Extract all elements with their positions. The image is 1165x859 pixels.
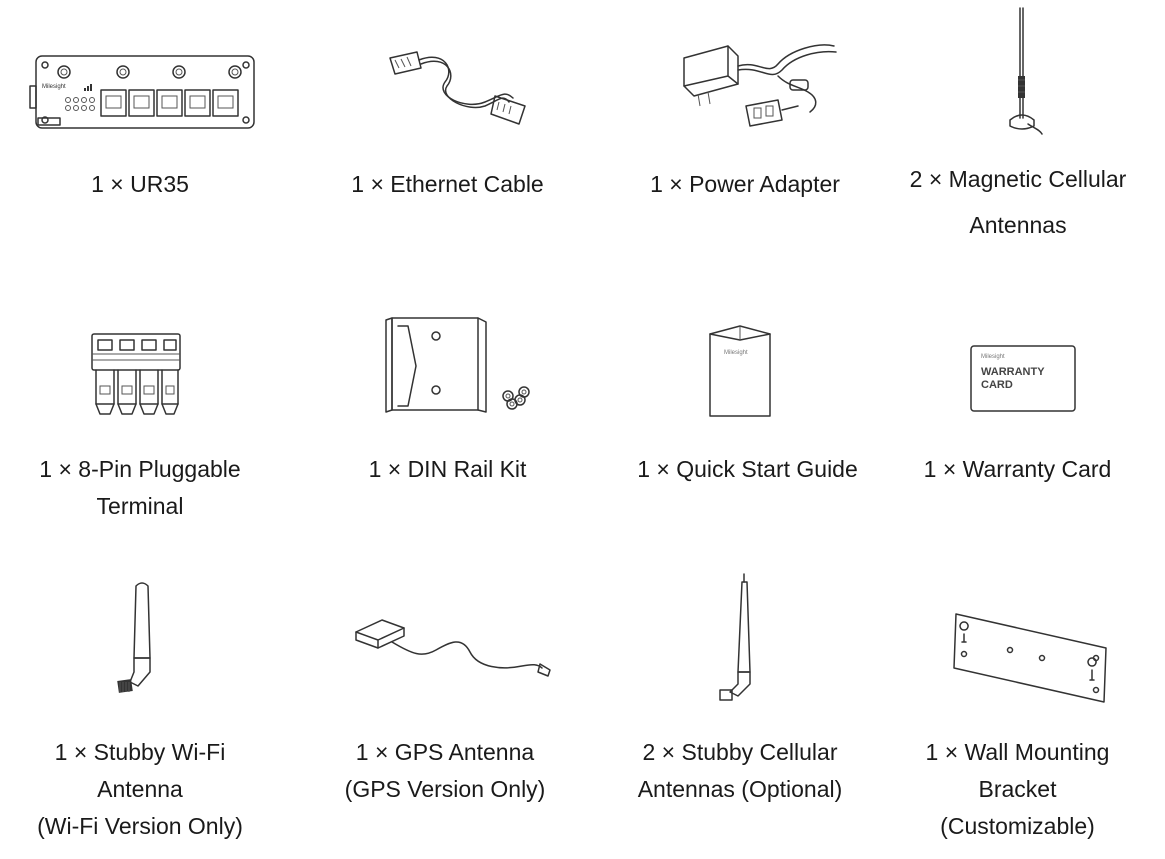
- item-caption-din-rail: 1 × DIN Rail Kit: [368, 456, 527, 482]
- item-caption-magnetic-antennas: 2 × Magnetic Cellular Antennas: [909, 166, 1127, 238]
- din-rail-icon: [385, 317, 530, 413]
- item-caption-stubby-antennas: 2 × Stubby Cellular Antennas (Optional): [637, 739, 843, 802]
- gps-antenna-icon: [355, 619, 551, 677]
- card-text-2: CARD: [981, 379, 1013, 391]
- router-image: Milesight: [28, 50, 258, 132]
- item-caption-terminal: 1 × 8-Pin Pluggable Terminal: [39, 456, 241, 519]
- stubby-antenna-icon: [719, 573, 751, 701]
- router-icon: Milesight: [29, 55, 255, 129]
- din-rail-image: [378, 316, 538, 416]
- guide-brand: Milesight: [724, 350, 748, 356]
- power-adapter-icon: [683, 44, 837, 127]
- item-caption-warranty-card: 1 × Warranty Card: [923, 456, 1112, 482]
- item-caption-ur35: 1 × UR35: [91, 171, 189, 197]
- terminal-block-icon: [91, 333, 181, 415]
- wifi-antenna-image: [112, 578, 158, 696]
- quick-start-guide-icon: Milesight: [709, 325, 771, 417]
- mounting-bracket-image: [950, 610, 1112, 704]
- item-caption-wifi-antenna: 1 × Stubby Wi-Fi Antenna (Wi-Fi Version …: [37, 739, 243, 839]
- item-caption-quick-start: 1 × Quick Start Guide: [637, 456, 858, 482]
- warranty-card-icon: Milesight WARRANTY CARD: [970, 345, 1076, 412]
- router-brand: Milesight: [42, 84, 66, 90]
- magnetic-antenna-image: [1000, 6, 1044, 136]
- item-caption-gps-antenna: 1 × GPS Antenna (GPS Version Only): [344, 739, 546, 802]
- gps-antenna-image: [352, 614, 556, 684]
- item-caption-power-adapter: 1 × Power Adapter: [650, 171, 840, 197]
- terminal-block-image: [88, 330, 184, 420]
- power-adapter-image: [678, 36, 840, 136]
- wifi-antenna-icon: [117, 582, 151, 693]
- magnetic-antenna-icon: [1009, 7, 1043, 135]
- stubby-antenna-image: [716, 572, 756, 704]
- ethernet-cable-image: [385, 40, 535, 130]
- quick-start-guide-image: Milesight: [706, 322, 774, 420]
- mounting-bracket-icon: [953, 613, 1107, 703]
- warranty-card-image: Milesight WARRANTY CARD: [970, 345, 1076, 413]
- ethernet-cable-icon: [389, 51, 526, 125]
- item-caption-wall-bracket: 1 × Wall Mounting Bracket (Customizable): [925, 739, 1110, 839]
- card-brand: Milesight: [981, 354, 1005, 360]
- card-text-1: WARRANTY: [981, 366, 1045, 378]
- item-caption-ethernet: 1 × Ethernet Cable: [351, 171, 544, 197]
